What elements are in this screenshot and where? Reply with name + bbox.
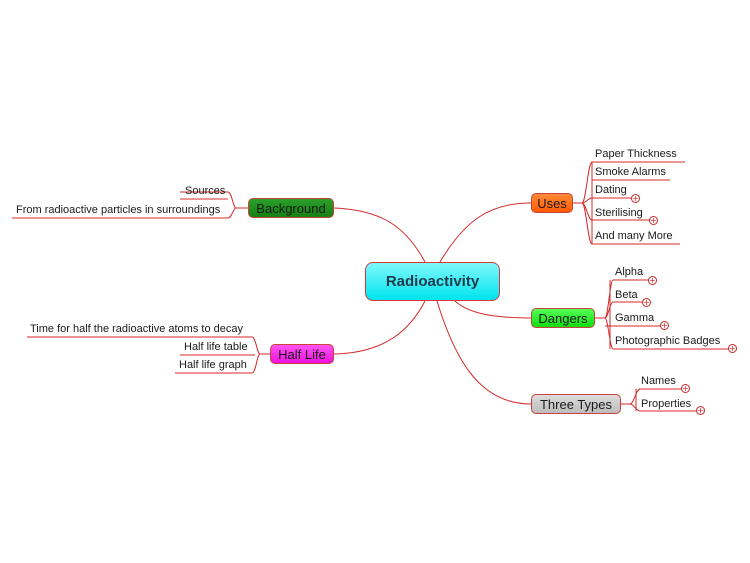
topic-three-types[interactable]: Three Types	[531, 394, 621, 414]
topic-half-life[interactable]: Half Life	[270, 344, 334, 364]
topic-uses[interactable]: Uses	[531, 193, 573, 213]
expand-photographic-badges-icon[interactable]: +	[728, 344, 737, 353]
leaf-names[interactable]: Names	[641, 375, 676, 387]
topic-three-types-label: Three Types	[539, 396, 613, 412]
expand-alpha-icon[interactable]: +	[648, 276, 657, 285]
leaf-beta[interactable]: Beta	[615, 289, 638, 301]
expand-gamma-icon[interactable]: +	[660, 321, 669, 330]
central-topic-radioactivity[interactable]: Radioactivity	[365, 262, 500, 301]
leaf-half-life-table[interactable]: Half life table	[184, 341, 248, 353]
expand-names-icon[interactable]: +	[681, 384, 690, 393]
leaf-paper-thickness[interactable]: Paper Thickness	[595, 148, 677, 160]
leaf-alpha[interactable]: Alpha	[615, 266, 644, 278]
topic-uses-label: Uses	[537, 195, 567, 211]
topic-half-life-label: Half Life	[278, 346, 326, 362]
leaf-gamma[interactable]: Gamma	[615, 312, 655, 324]
topic-background-label: Background	[256, 200, 326, 216]
expand-sterilising-icon[interactable]: +	[649, 216, 658, 225]
topic-background[interactable]: Background	[248, 198, 334, 218]
leaf-smoke-alarms[interactable]: Smoke Alarms	[595, 166, 666, 178]
topic-dangers[interactable]: Dangers	[531, 308, 595, 328]
central-topic-label: Radioactivity	[385, 273, 480, 290]
leaf-photographic-badges[interactable]: Photographic Badges	[615, 335, 721, 347]
expand-properties-icon[interactable]: +	[696, 406, 705, 415]
expand-beta-icon[interactable]: +	[642, 298, 651, 307]
leaf-sterilising[interactable]: Sterilising	[595, 207, 643, 219]
leaf-sources[interactable]: Sources	[185, 185, 226, 197]
leaf-properties[interactable]: Properties	[641, 398, 692, 410]
leaf-time-for-half-decay[interactable]: Time for half the radioactive atoms to d…	[30, 323, 243, 335]
topic-dangers-label: Dangers	[538, 310, 588, 326]
leaf-dating[interactable]: Dating	[595, 184, 627, 196]
expand-dating-icon[interactable]: +	[631, 194, 640, 203]
leaf-half-life-graph[interactable]: Half life graph	[179, 359, 247, 371]
leaf-from-radioactive-particles[interactable]: From radioactive particles in surroundin…	[16, 204, 221, 216]
leaf-and-many-more[interactable]: And many More	[595, 230, 673, 242]
